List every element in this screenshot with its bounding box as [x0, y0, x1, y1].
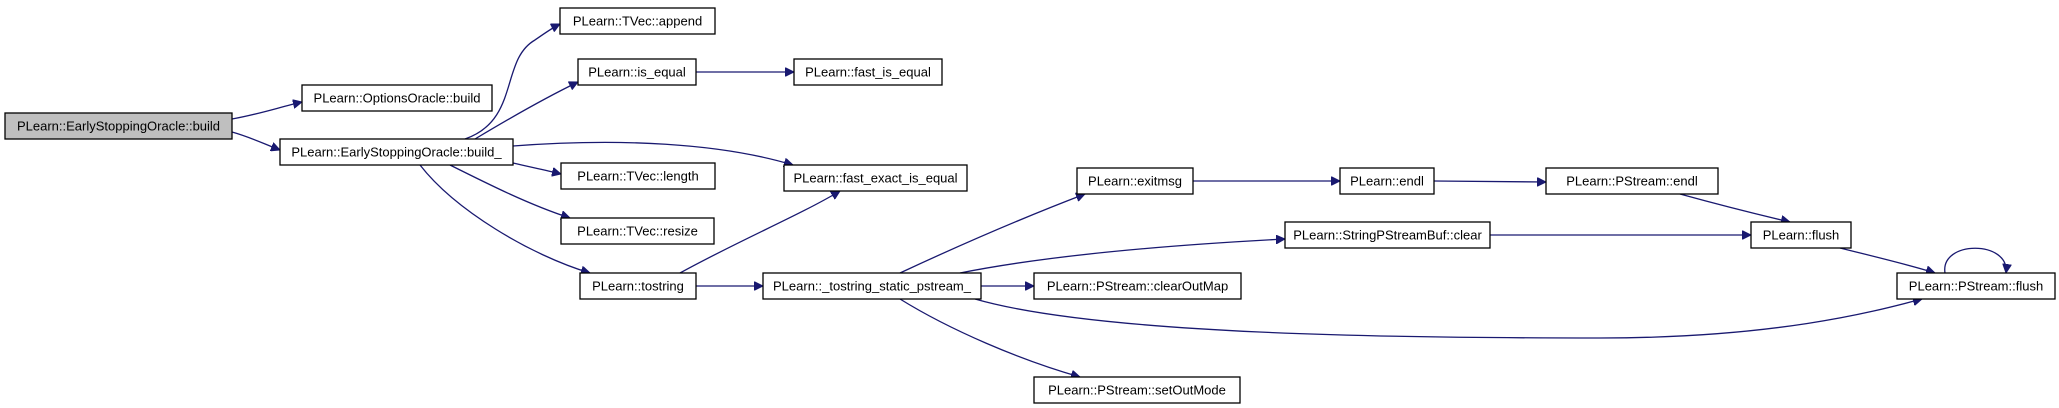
- edge-pstream_flush-to-pstream_flush: [1944, 247, 2006, 273]
- edge-tostring_static-to-setoutmode: [899, 298, 1080, 377]
- node-label: PLearn::exitmsg: [1088, 174, 1182, 189]
- edge-line: [449, 164, 570, 218]
- node-box: [301, 84, 493, 112]
- edge-pstream_endl-to-flush: [1679, 193, 1790, 222]
- edge-line: [231, 102, 302, 120]
- node-setoutmode[interactable]: PLearn::PStream::setOutMode: [1033, 376, 1241, 404]
- node-pstream-endl[interactable]: PLearn::PStream::endl: [1545, 167, 1719, 195]
- node-label: PLearn::flush: [1763, 228, 1840, 243]
- node-clearoutmap[interactable]: PLearn::PStream::clearOutMap: [1033, 272, 1242, 300]
- node-label: PLearn::fast_exact_is_equal: [793, 171, 957, 186]
- edge-line: [1679, 193, 1790, 222]
- edge-build_-to-tostring: [419, 164, 590, 273]
- edge-line: [231, 131, 280, 150]
- node-box: [762, 272, 982, 300]
- edge-build_-to-fast_exact: [512, 141, 793, 165]
- edge-line: [474, 81, 578, 140]
- node-tostring[interactable]: PLearn::tostring: [579, 272, 697, 300]
- edge-line: [899, 194, 1085, 274]
- nodes-layer: PLearn::EarlyStoppingOracle::buildPLearn…: [4, 7, 2056, 404]
- node-box: [559, 7, 716, 35]
- node-tvec-append[interactable]: PLearn::TVec::append: [559, 7, 716, 35]
- node-label: PLearn::OptionsOracle::build: [314, 91, 481, 106]
- node-label: PLearn::EarlyStoppingOracle::build_: [291, 145, 502, 160]
- node-box: [1896, 272, 2056, 300]
- edges-layer: [231, 23, 2006, 377]
- node-label: PLearn::PStream::setOutMode: [1048, 383, 1226, 398]
- node-fast-is-equal[interactable]: PLearn::fast_is_equal: [793, 58, 943, 86]
- node-label: PLearn::TVec::resize: [577, 224, 698, 239]
- node-tvec-length[interactable]: PLearn::TVec::length: [560, 162, 716, 190]
- node-box: [1033, 272, 1242, 300]
- node-endl[interactable]: PLearn::endl: [1339, 167, 1435, 195]
- node-label: PLearn::is_equal: [588, 65, 686, 80]
- node-label: PLearn::StringPStreamBuf::clear: [1293, 228, 1482, 243]
- edge-line: [1433, 181, 1546, 182]
- node-box: [1750, 221, 1852, 249]
- node-label: PLearn::EarlyStoppingOracle::build: [17, 119, 220, 134]
- edge-line: [679, 190, 840, 274]
- node-box: [783, 164, 968, 192]
- node-label: PLearn::_tostring_static_pstream_: [773, 279, 972, 294]
- node-options-build[interactable]: PLearn::OptionsOracle::build: [301, 84, 493, 112]
- node-box: [1033, 376, 1241, 404]
- edge-line: [512, 162, 561, 174]
- edge-line: [1944, 247, 2006, 273]
- node-box: [4, 112, 233, 140]
- node-box: [560, 217, 715, 245]
- edge-build-to-options_build: [231, 102, 302, 120]
- edge-tostring_static-to-sps_clear: [959, 239, 1285, 274]
- node-label: PLearn::TVec::append: [573, 14, 702, 29]
- node-label: PLearn::PStream::endl: [1566, 174, 1698, 189]
- node-box: [1339, 167, 1435, 195]
- node-label: PLearn::tostring: [592, 279, 684, 294]
- node-exitmsg[interactable]: PLearn::exitmsg: [1076, 167, 1194, 195]
- edge-line: [512, 141, 793, 165]
- node-build-[interactable]: PLearn::EarlyStoppingOracle::build_: [279, 138, 514, 166]
- edge-tostring_static-to-exitmsg: [899, 194, 1085, 274]
- edge-line: [899, 298, 1080, 377]
- node-tvec-resize[interactable]: PLearn::TVec::resize: [560, 217, 715, 245]
- edge-build-to-build_: [231, 131, 280, 150]
- edge-build_-to-tvec_length: [512, 162, 561, 174]
- node-box: [560, 162, 716, 190]
- edge-tostring_static-to-pstream_flush: [974, 299, 1922, 339]
- node-box: [1545, 167, 1719, 195]
- edge-endl-to-pstream_endl: [1433, 181, 1546, 182]
- node-box: [279, 138, 514, 166]
- node-label: PLearn::PStream::clearOutMap: [1047, 279, 1228, 294]
- node-flush[interactable]: PLearn::flush: [1750, 221, 1852, 249]
- node-box: [1284, 221, 1491, 249]
- node-box: [1076, 167, 1194, 195]
- edge-tostring-to-fast_exact: [679, 190, 840, 274]
- edge-line: [1839, 247, 1935, 273]
- node-pstream-flush[interactable]: PLearn::PStream::flush: [1896, 272, 2056, 300]
- edge-line: [974, 299, 1922, 339]
- edge-build_-to-tvec_append: [464, 23, 560, 140]
- node-sps-clear[interactable]: PLearn::StringPStreamBuf::clear: [1284, 221, 1491, 249]
- edge-line: [419, 164, 590, 273]
- edge-line: [464, 23, 560, 140]
- edge-line: [959, 239, 1285, 274]
- node-tostring-static[interactable]: PLearn::_tostring_static_pstream_: [762, 272, 982, 300]
- node-label: PLearn::PStream::flush: [1909, 279, 2043, 294]
- edge-flush-to-pstream_flush: [1839, 247, 1935, 273]
- node-build[interactable]: PLearn::EarlyStoppingOracle::build: [4, 112, 233, 140]
- edge-build_-to-is_equal: [474, 81, 578, 140]
- node-label: PLearn::endl: [1350, 174, 1424, 189]
- node-is-equal[interactable]: PLearn::is_equal: [577, 58, 697, 86]
- node-label: PLearn::fast_is_equal: [805, 65, 931, 80]
- node-box: [793, 58, 943, 86]
- edge-build_-to-tvec_resize: [449, 164, 570, 218]
- node-box: [577, 58, 697, 86]
- node-label: PLearn::TVec::length: [577, 169, 698, 184]
- node-fast-exact[interactable]: PLearn::fast_exact_is_equal: [783, 164, 968, 192]
- node-box: [579, 272, 697, 300]
